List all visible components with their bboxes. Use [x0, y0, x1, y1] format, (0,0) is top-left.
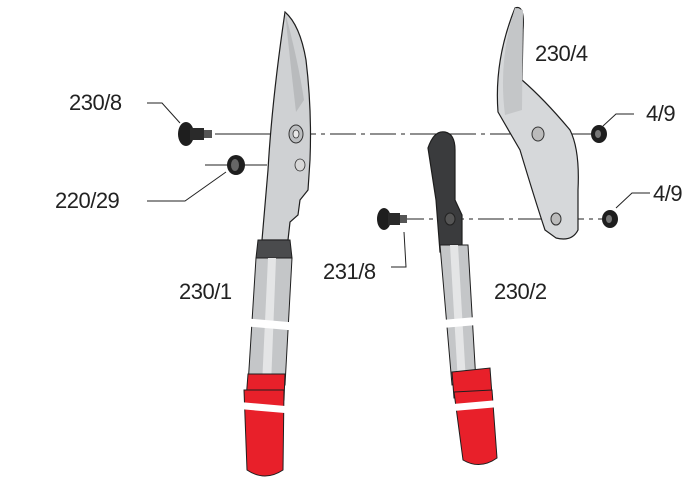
upper-handle-230-1	[227, 10, 312, 477]
nut-4-9-bottom	[602, 210, 618, 228]
label-220-29: 220/29	[55, 188, 120, 213]
label-230-4: 230/4	[535, 41, 588, 66]
label-4-9-bottom: 4/9	[653, 181, 683, 206]
anvil-blade-230-4	[496, 6, 579, 240]
bolt-230-8	[178, 122, 212, 146]
bolt-231-8	[377, 208, 407, 230]
nut-4-9-top	[591, 125, 607, 143]
label-231-8: 231/8	[323, 259, 376, 284]
lower-handle-230-2	[427, 131, 510, 465]
label-230-2: 230/2	[494, 279, 547, 304]
label-4-9-top: 4/9	[646, 101, 676, 126]
label-230-8: 230/8	[69, 90, 122, 115]
washer-220-29	[227, 155, 245, 175]
label-230-1: 230/1	[179, 279, 232, 304]
